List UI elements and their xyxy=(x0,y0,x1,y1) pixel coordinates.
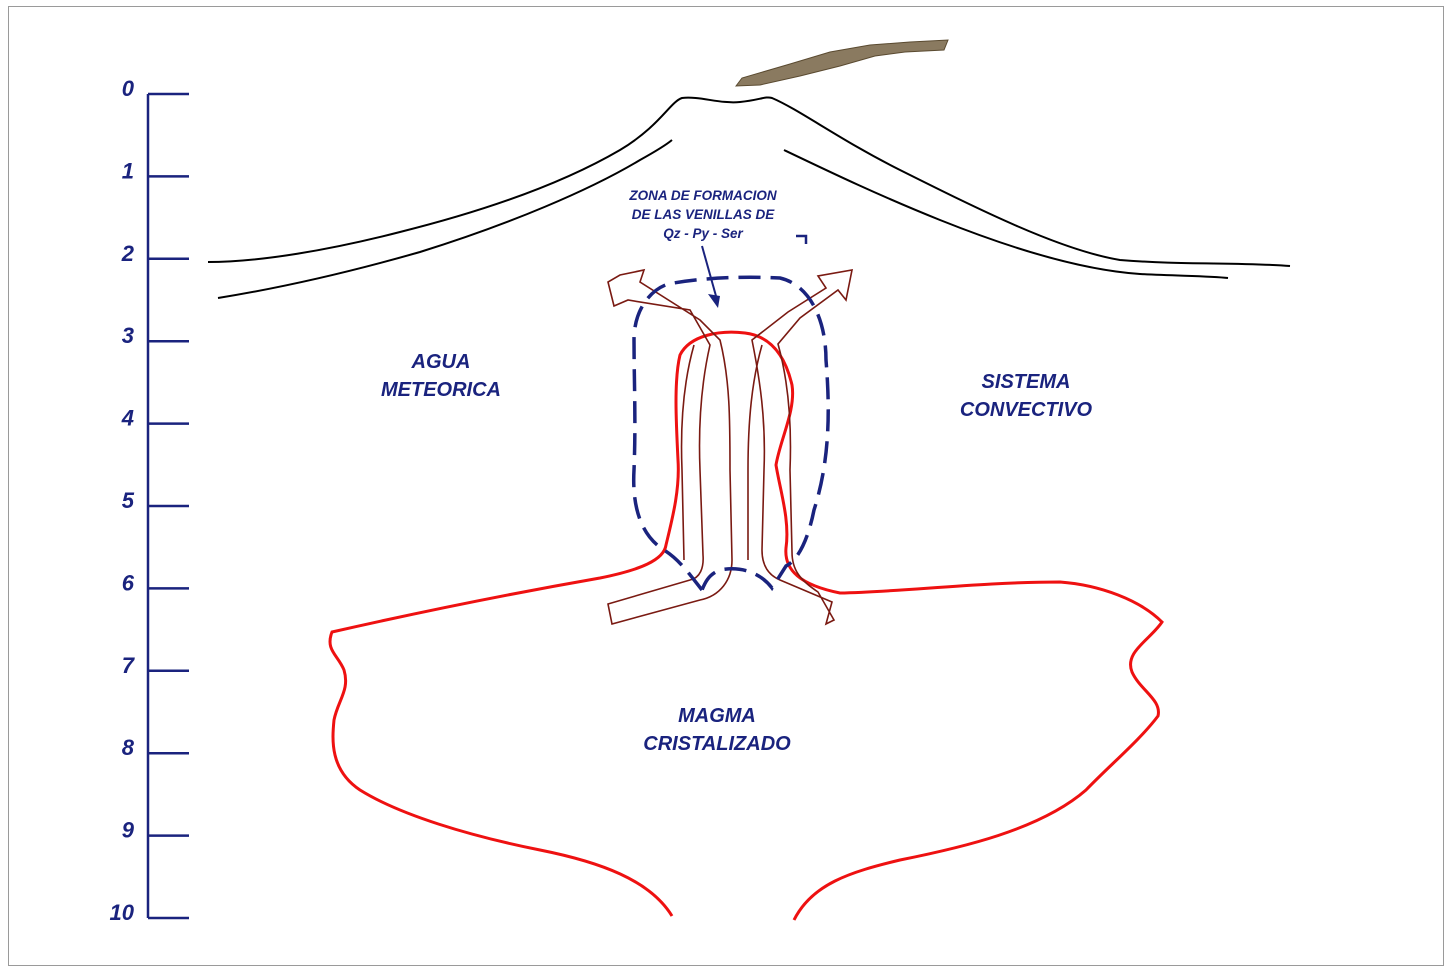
scale-label-7: 7 xyxy=(122,653,136,678)
scale-label-9: 9 xyxy=(122,818,135,843)
flow-arrow-right-lower xyxy=(752,270,852,624)
label-magma-line1: MAGMA xyxy=(678,705,756,727)
label-magma-line2: CRISTALIZADO xyxy=(643,733,791,755)
volcanic-plume xyxy=(736,40,948,86)
depth-scale: 0 1 2 3 4 5 6 7 8 9 10 xyxy=(110,76,189,925)
label-zone-line2: DE LAS VENILLAS DE xyxy=(632,207,776,222)
zone-top-tick xyxy=(796,236,806,244)
scale-label-10: 10 xyxy=(110,900,135,925)
flow-inner-right xyxy=(748,345,762,560)
scale-label-6: 6 xyxy=(122,570,135,595)
scale-label-4: 4 xyxy=(121,406,134,431)
label-agua-line2: METEORICA xyxy=(381,379,501,401)
label-zone-line1: ZONA DE FORMACION xyxy=(628,188,776,203)
scale-label-2: 2 xyxy=(121,241,135,266)
convection-flow-arrows xyxy=(608,270,852,624)
scale-label-1: 1 xyxy=(122,158,134,183)
scale-label-0: 0 xyxy=(122,76,135,101)
volcano-outer-surface xyxy=(208,97,1290,266)
scale-label-5: 5 xyxy=(122,488,135,513)
scale-label-3: 3 xyxy=(122,323,134,348)
flow-inner-left xyxy=(682,345,695,560)
label-sistema-line1: SISTEMA xyxy=(982,371,1071,393)
volcano-inner-layer-right xyxy=(784,150,1228,278)
label-sistema-line2: CONVECTIVO xyxy=(960,399,1093,421)
label-agua-line1: AGUA xyxy=(411,351,471,373)
label-zone-line3: Qz - Py - Ser xyxy=(663,226,743,241)
scale-label-8: 8 xyxy=(122,735,135,760)
